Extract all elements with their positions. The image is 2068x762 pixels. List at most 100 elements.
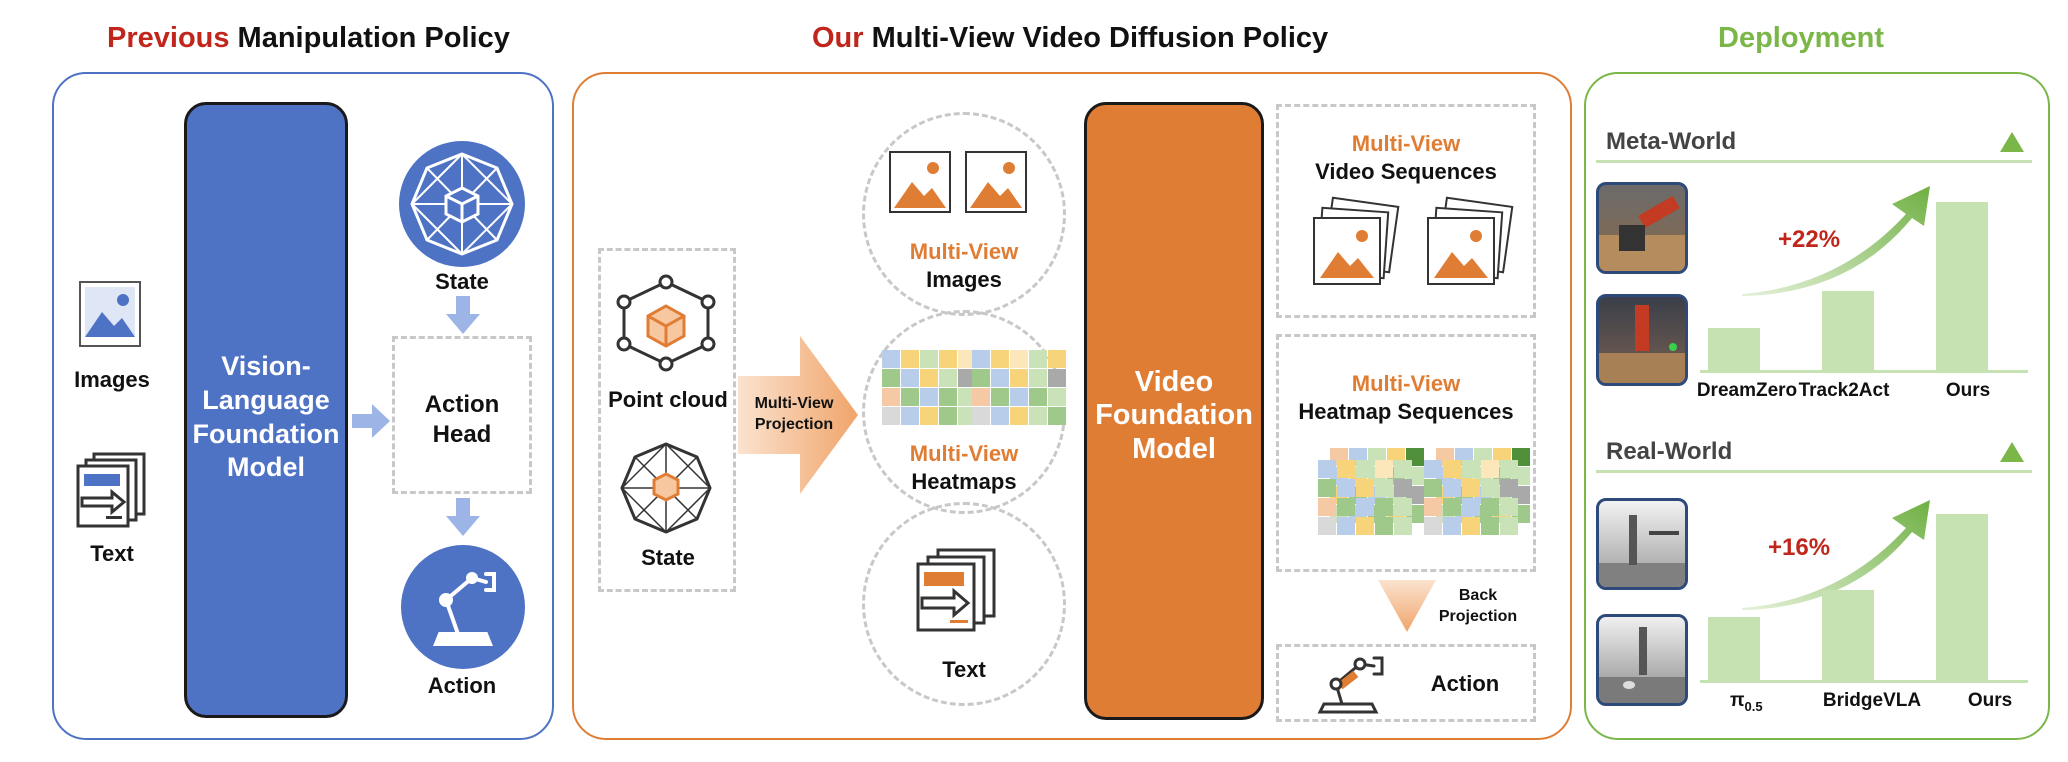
label-line: Heatmap Sequences	[1298, 398, 1514, 424]
title-rest: Multi-View Video Diffusion Policy	[863, 22, 1329, 54]
vfm-line: Video	[1134, 366, 1214, 398]
label-line: Heatmaps	[911, 468, 1017, 494]
chart-bar	[1822, 590, 1874, 680]
heatmap-grid	[882, 350, 976, 425]
label-line: Images	[926, 266, 1002, 292]
vlm-line: Language	[202, 384, 330, 415]
real-world-chart	[1706, 480, 2030, 680]
label-line: Back	[1458, 587, 1498, 604]
vfm-line: Foundation	[1095, 399, 1253, 432]
action-label: Action	[427, 673, 497, 698]
chart-bar	[1708, 328, 1760, 370]
image-stack-icon	[1313, 196, 1400, 285]
title-highlight: Our	[812, 22, 864, 54]
image-icon	[889, 151, 951, 213]
heatmap-grid	[972, 350, 1066, 425]
pi-symbol: π	[1730, 690, 1745, 711]
meta-world-title: Meta-World	[1606, 128, 1737, 155]
deployment-panel	[1584, 72, 2050, 740]
our-policy-title: Our Multi-View Video Diffusion Policy	[812, 22, 1328, 55]
multi-view-heatmaps-label: Multi-View Heatmaps	[862, 440, 1066, 495]
x-tick-label: Ours	[1967, 690, 2013, 711]
thumbnail-rack	[1649, 531, 1679, 535]
vfm-label: Video Foundation Model	[1084, 366, 1264, 466]
action-head-block	[392, 336, 532, 494]
vlm-line: Model	[227, 452, 305, 483]
real-world-thumbnail	[1596, 614, 1688, 706]
real-gain-label: +16%	[1768, 534, 1831, 561]
gain-arrow-icon	[1742, 500, 1930, 610]
action-box	[1276, 644, 1536, 722]
projection-label: Multi-View Projection	[738, 394, 850, 436]
thumbnail-object	[1619, 225, 1645, 251]
meta-world-chart	[1706, 168, 2030, 370]
action-head-label: Action Head	[392, 390, 532, 450]
point-cloud-label: Point cloud	[608, 387, 728, 412]
state-label: State	[435, 269, 489, 294]
thumbnail-arm	[1639, 627, 1647, 675]
thumbnail-object	[1623, 681, 1635, 689]
chart-bar	[1708, 617, 1760, 680]
images-label: Images	[74, 367, 150, 392]
image-stack-icon	[1427, 196, 1514, 285]
vlm-label: Vision- Language Foundation Model	[184, 350, 348, 485]
our-policy-panel	[572, 72, 1572, 740]
text-document-icon	[76, 452, 146, 528]
previous-policy-panel	[52, 72, 554, 740]
vlm-line: Vision-	[221, 351, 311, 381]
text-label: Text	[942, 657, 986, 682]
title-rest: Manipulation Policy	[229, 22, 510, 54]
action-head-line: Action	[424, 391, 500, 418]
down-arrow-icon	[446, 498, 480, 536]
state-icon	[620, 442, 712, 534]
projection-arrow-icon	[738, 336, 858, 494]
thumbnail-arm	[1638, 195, 1680, 229]
real-world-axis-labels: π0.5 BridgeVLA Ours	[1700, 690, 2028, 724]
previous-policy-title: Previous Manipulation Policy	[107, 22, 510, 55]
chart-baseline	[1700, 370, 2028, 373]
section-divider	[1596, 470, 2032, 473]
action-head-line: Head	[432, 421, 492, 448]
point-cloud-icon	[616, 274, 716, 372]
robot-arm-icon	[1317, 656, 1384, 714]
right-arrow-icon	[352, 404, 390, 438]
thumbnail-table	[1599, 563, 1685, 587]
thumbnail-target	[1669, 343, 1677, 351]
label-line: Multi-View	[1351, 371, 1461, 396]
heatmap-sequences-box	[1276, 334, 1536, 572]
vision-language-model-block	[184, 102, 348, 718]
label-line: Multi-View	[909, 239, 1019, 264]
image-icon	[79, 281, 141, 347]
text-document-icon	[916, 548, 996, 632]
heatmap-grid-front	[1424, 460, 1518, 535]
triangle-up-icon	[2000, 442, 2024, 462]
meta-world-thumbnail	[1596, 182, 1688, 274]
thumbnail-table	[1599, 353, 1685, 383]
text-circle	[862, 502, 1066, 706]
video-foundation-model-block	[1084, 102, 1264, 720]
chart-bar	[1936, 514, 1988, 680]
x-tick-label: π0.5	[1730, 690, 1763, 714]
label-line: Projection	[1438, 607, 1518, 625]
x-tick-label: Ours	[1945, 380, 1991, 401]
text-label: Text	[90, 541, 134, 566]
thumbnail-arm	[1635, 305, 1649, 351]
x-tick-label: BridgeVLA	[1822, 690, 1922, 711]
x-tick-label: Track2Act	[1798, 380, 1890, 401]
title-highlight: Previous	[107, 22, 230, 54]
heatmap-stack	[1424, 448, 1530, 536]
deployment-title: Deployment	[1718, 22, 1884, 54]
projection-line: Multi-View	[754, 395, 834, 412]
state-icon	[399, 141, 525, 267]
down-arrow-icon	[446, 296, 480, 334]
label-line: Multi-View	[1351, 131, 1461, 156]
robot-arm-icon	[401, 545, 525, 669]
projection-line: Projection	[754, 415, 834, 433]
back-projection-arrow-icon	[1378, 580, 1436, 632]
heatmap-grid-front	[1318, 460, 1412, 535]
chart-bar	[1936, 202, 1988, 370]
real-world-thumbnail	[1596, 498, 1688, 590]
thumbnail-arm	[1629, 515, 1637, 565]
vfm-line: Model	[1132, 432, 1216, 465]
back-projection-label: Back Projection	[1430, 586, 1526, 628]
